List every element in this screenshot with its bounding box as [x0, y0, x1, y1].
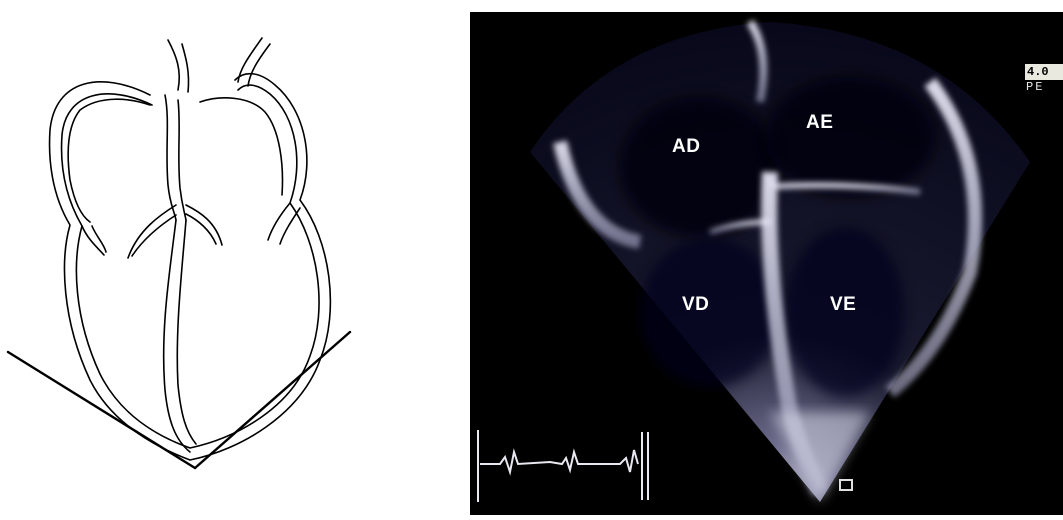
- heart-diagram: [0, 0, 470, 515]
- depth-readout: 4.0: [1025, 64, 1063, 80]
- heart-outline-icon: [0, 0, 470, 515]
- label-vd: VD: [682, 294, 709, 316]
- echocardiogram-image: AE AD VD VE 4.0 PE: [470, 12, 1063, 515]
- label-ad: AD: [672, 136, 700, 158]
- ultrasound-sector: [470, 12, 1063, 515]
- label-ae: AE: [806, 112, 833, 134]
- label-ve: VE: [830, 294, 856, 316]
- mode-readout: PE: [1026, 80, 1044, 94]
